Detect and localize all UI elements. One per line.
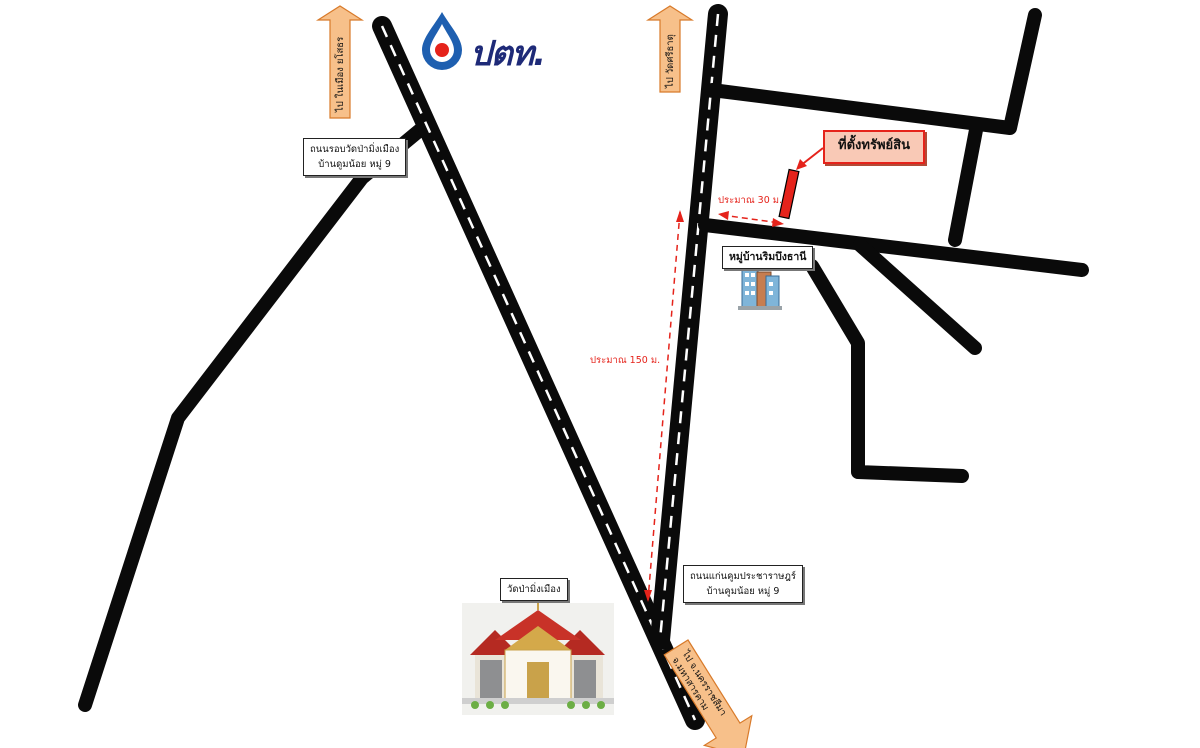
distance-arrowhead-bottom bbox=[644, 590, 652, 602]
distance-line-far bbox=[647, 211, 681, 601]
road-left bbox=[78, 123, 427, 712]
road-connector bbox=[948, 123, 983, 247]
ptt-logo-text: ปตท. bbox=[470, 34, 546, 74]
distance-near-arrowhead bbox=[772, 218, 784, 227]
label-top-left-road: ถนนรอบวัดป่ามิ่งเมือง บ้านดูมน้อย หมู่ 9 bbox=[303, 138, 407, 176]
distance-label-near: ประมาณ 30 ม. bbox=[718, 195, 783, 206]
label-bottom-road: ถนนแก่นคูมประชาราษฎร์ บ้านคูมน้อย หมู่ 9 bbox=[683, 565, 803, 603]
road-top-loop bbox=[705, 8, 1042, 135]
arrow-up-mid-label: ไป วัดศรีธาตุ bbox=[664, 34, 676, 89]
label-top-left-road-line1: ถนนรอบวัดป่ามิ่งเมือง bbox=[310, 144, 400, 155]
label-asset-location: ที่ตั้งทรัพย์สิน bbox=[823, 130, 925, 164]
village-buildings-icon bbox=[738, 267, 782, 310]
ptt-logo-icon bbox=[422, 12, 462, 70]
road-village-soi bbox=[805, 259, 969, 483]
label-bottom-road-line2: บ้านคูมน้อย หมู่ 9 bbox=[706, 586, 780, 597]
label-village: หมู่บ้านริมบึงธานี bbox=[722, 246, 814, 269]
label-temple: วัดป่ามิ่งเมือง bbox=[500, 578, 568, 601]
distance-label-far: ประมาณ 150 ม. bbox=[590, 355, 661, 366]
property-pointer-head bbox=[796, 159, 807, 170]
temple-icon bbox=[462, 598, 614, 715]
road-village-branch bbox=[853, 238, 982, 355]
highway-right bbox=[650, 4, 728, 650]
road-village-main bbox=[698, 218, 1089, 277]
distance-arrowhead-top bbox=[676, 210, 684, 222]
arrow-up-left-label: ไป ในเมือง ยโสธร bbox=[334, 37, 346, 113]
arrow-up-mid: ไป วัดศรีธาตุ bbox=[645, 5, 695, 93]
label-top-left-road-line2: บ้านดูมน้อย หมู่ 9 bbox=[318, 159, 391, 170]
label-bottom-road-line1: ถนนแก่นคูมประชาราษฎร์ bbox=[690, 571, 796, 582]
distance-near-arrowhead-left bbox=[718, 211, 729, 220]
property-marker bbox=[778, 168, 800, 220]
highway-center-lanes bbox=[380, 25, 697, 721]
arrow-up-left: ไป ในเมือง ยโสธร bbox=[315, 5, 365, 119]
